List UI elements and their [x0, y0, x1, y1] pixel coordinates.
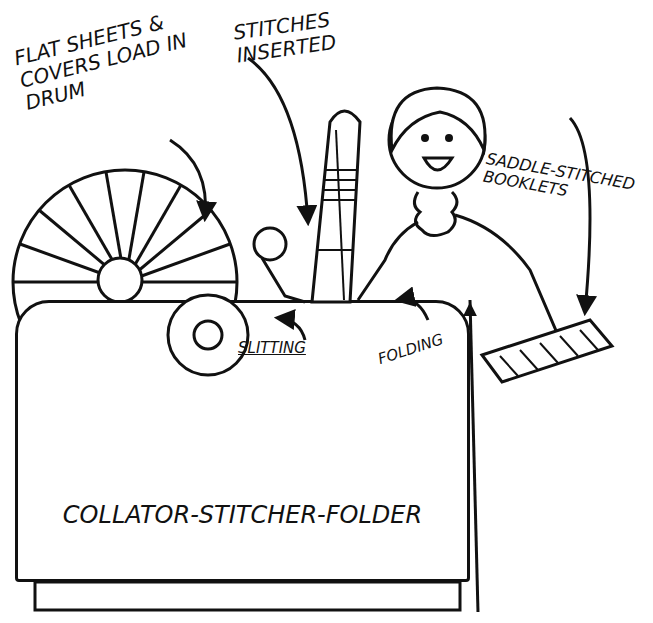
- lever-arm: [262, 258, 305, 302]
- callout-label: STITCHES INSERTED: [232, 5, 362, 68]
- person-mouth: [424, 158, 452, 170]
- person-eye: [447, 136, 452, 141]
- callout-label: FLAT SHEETS & COVERS LOAD IN DRUM: [12, 3, 208, 115]
- stitcher-detail: [318, 249, 352, 251]
- feed-roller: [168, 295, 248, 375]
- leader-arrow: [170, 140, 206, 218]
- callout-label: SLITTING: [238, 340, 338, 357]
- leader-arrow: [248, 58, 308, 222]
- machine-base: [35, 582, 460, 610]
- callout-label: FOLDING: [376, 321, 476, 368]
- person-body: [470, 300, 478, 612]
- person-hair: [391, 88, 485, 150]
- booklet-hatching: [500, 330, 598, 376]
- person-arm: [358, 222, 418, 300]
- person-collar: [414, 192, 457, 236]
- roller-hub: [194, 321, 222, 349]
- leader-arrow: [570, 118, 590, 312]
- leader-arrow: [469, 305, 471, 330]
- stitcher-head: [312, 111, 360, 302]
- lever-knob: [254, 228, 286, 260]
- person-eye: [423, 136, 428, 141]
- stitcher-detail: [336, 130, 344, 300]
- leader-arrow: [398, 299, 428, 320]
- callout-label: SADDLE-STITCHED BOOKLETS: [482, 150, 651, 215]
- drum-hub: [98, 258, 142, 302]
- machine-name: COLLATOR-STITCHER-FOLDER: [63, 501, 422, 529]
- booklet-stack: [482, 320, 612, 382]
- stitcher-coil: [322, 170, 357, 200]
- leader-arrow: [278, 318, 305, 340]
